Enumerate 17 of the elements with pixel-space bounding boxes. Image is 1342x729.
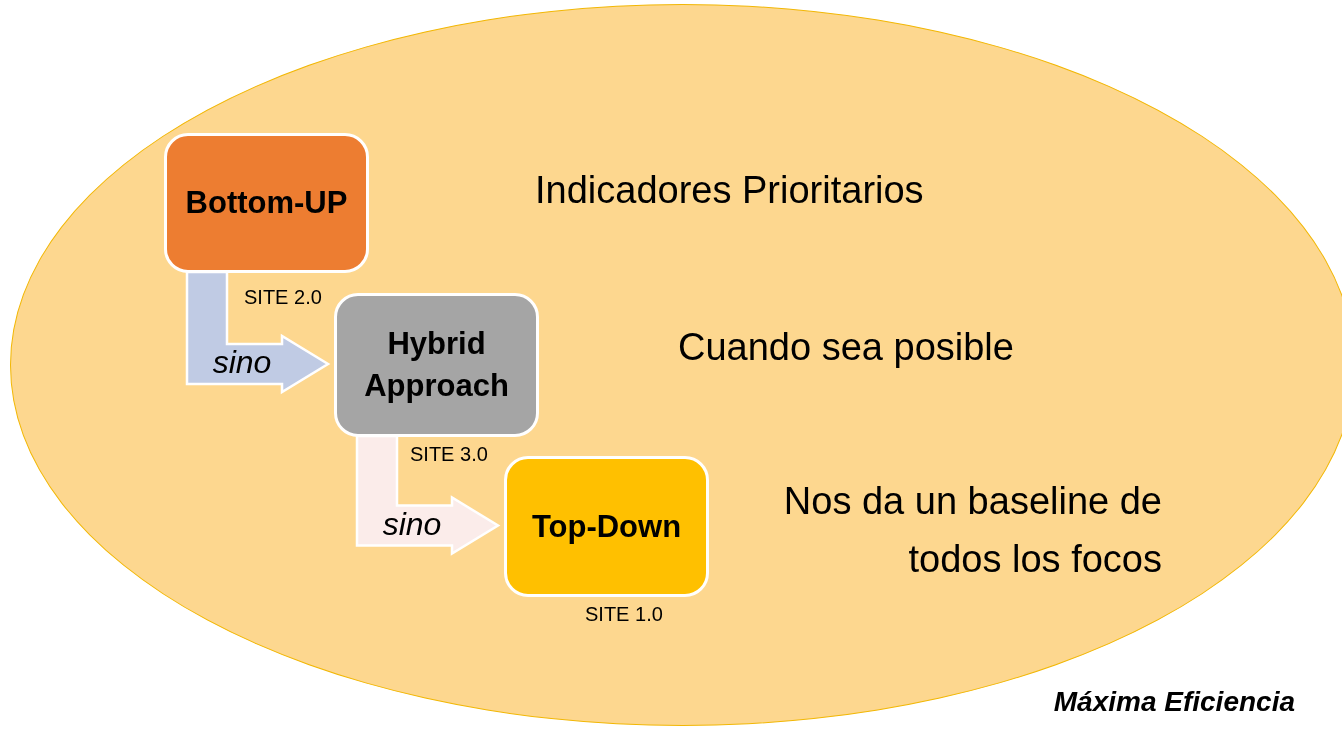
site-label: SITE 2.0	[244, 286, 322, 309]
edge-label: sino	[212, 343, 272, 381]
process-box	[164, 133, 369, 273]
box-label: Bottom-UP	[185, 184, 348, 223]
site-label: SITE 3.0	[410, 443, 488, 466]
edge-label: sino	[382, 505, 442, 542]
side-text: Nos da un baseline de todos los focos	[782, 479, 1162, 583]
side-text: Cuando sea posible	[678, 325, 1015, 370]
process-box	[334, 293, 539, 437]
box-label: Hybrid Approach	[363, 325, 510, 405]
process-box	[504, 456, 709, 597]
block-arrow	[355, 434, 501, 556]
site-label: SITE 1.0	[585, 603, 663, 626]
footer-note: Máxima Eficiencia	[1052, 685, 1295, 719]
side-text: Indicadores Prioritarios	[535, 168, 925, 213]
block-arrow	[185, 270, 331, 395]
box-label: Top-Down	[531, 507, 682, 546]
